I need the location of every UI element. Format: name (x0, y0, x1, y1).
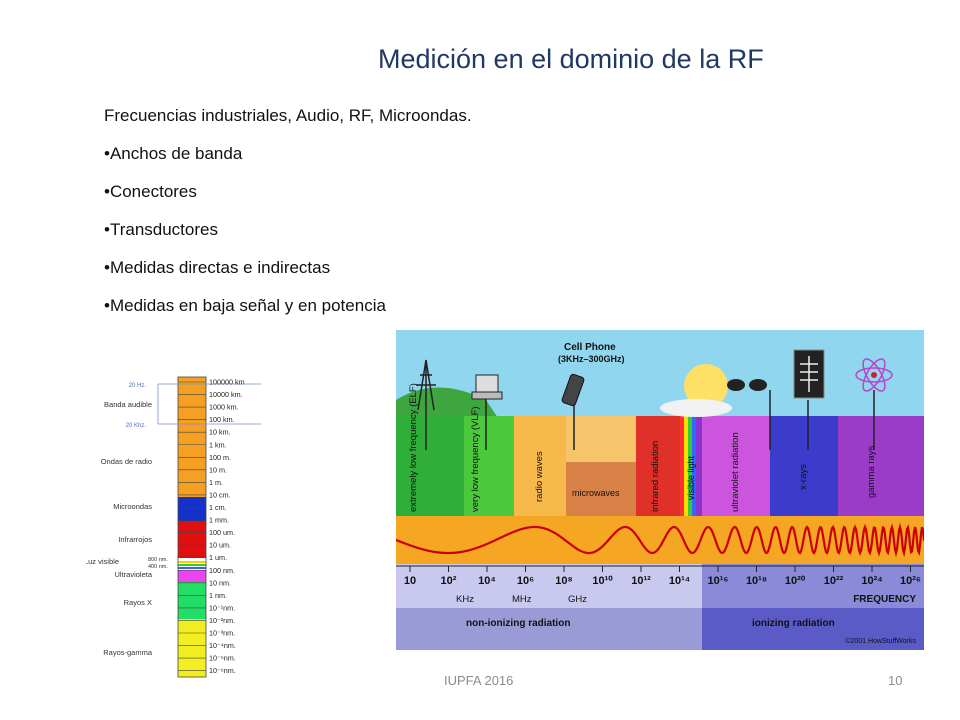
wavelength-label: 100 nm. (209, 566, 235, 575)
band-label: infrared radiation (650, 441, 661, 512)
wavelength-label: 10 km. (209, 428, 231, 437)
band-label: microwaves (572, 488, 620, 498)
copyright-label: ©2001 HowStuffWorks (845, 637, 916, 645)
em-spectrum-figure: Cell Phone (3KHz–300GHz) extremely low f… (395, 330, 926, 655)
band-label: Microondas (113, 502, 152, 511)
frequency-tick-label: 10²⁰ (785, 575, 806, 587)
atom-icon (855, 358, 893, 392)
cell-phone-label: Cell Phone (564, 342, 616, 353)
visible-mark: 400 nm. (148, 564, 168, 570)
power-tower-icon (416, 359, 436, 411)
wavelength-label: 100 km. (209, 415, 235, 424)
wavelength-label: 100000 km (209, 378, 245, 387)
wavelength-label: 10 m. (209, 465, 227, 474)
band-label: x-rays (798, 464, 809, 490)
wavelength-label: 1 um. (209, 553, 227, 562)
marker-label: 20 Khz. (126, 423, 147, 429)
ionizing-label: ionizing radiation (752, 618, 835, 629)
frequency-tick-label: 10¹² (631, 575, 651, 587)
wavelength-label: 10⁻⁵nm. (209, 654, 236, 663)
band-label: ultraviolet radiation (730, 432, 741, 512)
wavelength-label: 10⁻³nm. (209, 629, 235, 638)
band-label: Ondas de radio (101, 457, 152, 466)
cell-phone-icon (561, 373, 585, 407)
frequency-label: FREQUENCY (853, 594, 916, 605)
band-label: Luz visible (86, 557, 119, 566)
frequency-tick-label: 10⁴ (478, 575, 496, 587)
band-label: extremely low frequency (ELF) (408, 383, 419, 512)
band-label: Rayos X (124, 598, 152, 607)
wavelength-label: 10⁻²nm. (209, 616, 235, 625)
bullet-list: Frecuencias industriales, Audio, RF, Mic… (104, 106, 472, 334)
unit-label: KHz (456, 594, 474, 605)
page-number: 10 (888, 673, 903, 688)
footer-text: IUPFA 2016 (444, 673, 514, 688)
bullet-item: •Transductores (104, 220, 218, 239)
frequency-tick-label: 10²² (824, 575, 844, 587)
wavelength-label: 10 um. (209, 541, 231, 550)
wavelength-label: 100 m. (209, 453, 231, 462)
band-label: visible light (686, 455, 696, 500)
wavelength-label: 10000 km. (209, 390, 243, 399)
wavelength-scale-figure: 20 Hz. 20 Khz. Banda audible Ondas de ra… (84, 372, 286, 695)
wavelength-label: 10 cm. (209, 490, 231, 499)
frequency-tick-label: 10² (441, 575, 457, 587)
cell-phone-range: (3KHz–300GHz) (558, 354, 625, 364)
visible-mark: 800 nm. (148, 557, 168, 563)
wavelength-label: 10 nm. (209, 578, 231, 587)
unit-label: GHz (568, 594, 587, 605)
wavelength-label: 1000 km. (209, 403, 239, 412)
frequency-tick-label: 10 (404, 575, 416, 587)
band-label: Rayos-gamma (103, 648, 153, 657)
wavelength-label: 10⁻⁴nm. (209, 641, 236, 650)
band-label: Ultravioleta (114, 570, 152, 579)
band-label: Banda audible (104, 400, 152, 409)
wavelength-label: 10⁻⁶nm. (209, 666, 236, 675)
wavelength-label: 1 km. (209, 440, 227, 449)
wavelength-label: 1 nm. (209, 591, 227, 600)
bullet-item: •Medidas directas e indirectas (104, 258, 331, 277)
frequency-tick-label: 10⁸ (555, 575, 572, 587)
non-ionizing-label: non-ionizing radiation (466, 618, 570, 629)
bullet-item: •Medidas en baja señal y en potencia (104, 296, 386, 315)
band-label: Infrarrojos (118, 535, 152, 544)
computer-icon (471, 374, 503, 400)
xray-icon (793, 349, 825, 399)
frequency-tick-label: 10¹⁰ (592, 575, 613, 587)
band-label: gamma rays (866, 445, 877, 498)
wavelength-label: 100 um. (209, 528, 235, 537)
frequency-tick-label: 10¹⁸ (746, 575, 767, 587)
wavelength-label: 10⁻¹nm. (209, 603, 235, 612)
band-label: radio waves (534, 451, 545, 502)
bullet-item: Frecuencias industriales, Audio, RF, Mic… (104, 106, 472, 125)
frequency-tick-label: 10²⁴ (861, 575, 882, 587)
wavelength-label: 1 cm. (209, 503, 227, 512)
wavelength-label: 1 m. (209, 478, 223, 487)
wavelength-label: 1 mm. (209, 516, 229, 525)
frequency-tick-label: 10²⁶ (900, 575, 921, 587)
slide-title: Medición en el dominio de la RF (378, 44, 764, 74)
bullet-item: •Conectores (104, 182, 197, 201)
bullet-item: •Anchos de banda (104, 144, 243, 163)
marker-label: 20 Hz. (129, 383, 147, 389)
frequency-tick-label: 10⁶ (517, 575, 534, 587)
frequency-tick-label: 10¹⁴ (669, 575, 690, 587)
em-wave (395, 522, 926, 558)
sunglasses-icon (727, 379, 767, 391)
band-label: very low frequency (VLF) (470, 406, 481, 512)
frequency-tick-label: 10¹⁶ (708, 575, 729, 587)
unit-label: MHz (512, 594, 532, 605)
